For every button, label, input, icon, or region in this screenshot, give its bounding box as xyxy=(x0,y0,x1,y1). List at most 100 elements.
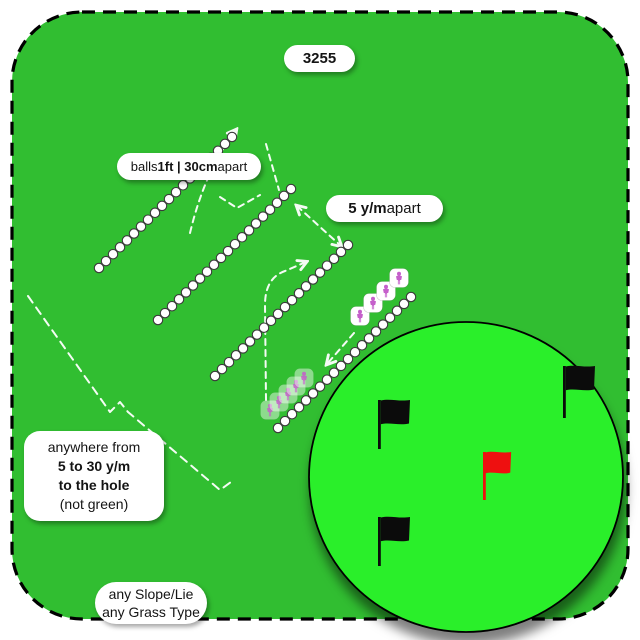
golf-ball xyxy=(405,291,417,303)
row-spacing-bold: 5 y/m xyxy=(348,200,387,217)
golf-ball xyxy=(223,356,235,368)
row-gap-arrow-dashed-line xyxy=(297,206,341,246)
ball-row-3 xyxy=(209,239,354,382)
golf-ball xyxy=(219,138,231,150)
golf-ball xyxy=(271,197,283,209)
note-line-2: 5 to 30 y/m xyxy=(57,458,131,474)
golf-ball xyxy=(173,294,185,305)
golf-ball xyxy=(293,402,305,413)
golf-ball xyxy=(257,211,269,222)
golf-ball xyxy=(321,260,333,271)
golf-ball xyxy=(177,180,189,191)
golf-ball xyxy=(398,298,410,310)
golf-ball xyxy=(307,274,319,285)
black-flag-icon xyxy=(378,516,410,566)
golf-ball xyxy=(391,305,403,317)
golfer-group-solid xyxy=(350,268,409,326)
golf-ball xyxy=(201,266,213,277)
golf-ball xyxy=(107,248,119,260)
golf-ball xyxy=(121,235,133,246)
note-line-4: (not green) xyxy=(59,496,129,512)
ball-row-4 xyxy=(272,291,417,434)
golf-ball xyxy=(342,239,354,251)
golf-ball xyxy=(149,207,161,219)
putting-green xyxy=(308,321,624,633)
ball-row-2 xyxy=(152,183,297,326)
golf-ball xyxy=(328,367,340,379)
top-bracket-a-dashed-line xyxy=(219,194,261,209)
golf-ball xyxy=(279,301,291,313)
golf-ball xyxy=(166,300,178,312)
golfer-icon xyxy=(286,376,306,396)
golf-ball xyxy=(156,200,168,212)
golfer-icon xyxy=(376,281,396,301)
golf-ball xyxy=(208,259,220,271)
golf-ball xyxy=(293,288,305,299)
golf-ball xyxy=(258,322,270,333)
ball-spacing-post: apart xyxy=(217,159,248,174)
golf-ball xyxy=(300,395,312,406)
golf-ball xyxy=(377,319,389,330)
golf-ball xyxy=(335,360,347,372)
ball-spacing-bold: 1ft | 30cm xyxy=(157,159,218,174)
golfer-icon xyxy=(278,384,298,404)
distance-note-box: anywhere from 5 to 30 y/m to the hole (n… xyxy=(24,431,164,521)
golfer-icon xyxy=(294,368,314,388)
golf-ball xyxy=(264,204,276,215)
red-flag-icon xyxy=(483,451,512,500)
golf-ball xyxy=(142,214,154,225)
golf-ball xyxy=(279,415,291,427)
golf-ball xyxy=(135,221,147,232)
note-line-3: to the hole xyxy=(58,477,130,493)
golf-ball xyxy=(229,238,241,250)
golf-ball xyxy=(342,353,354,365)
golf-ball xyxy=(236,232,248,243)
golf-ball xyxy=(328,253,340,265)
golf-ball xyxy=(265,315,277,327)
note-line-1: anywhere from xyxy=(47,439,141,455)
golf-ball xyxy=(244,336,256,347)
golf-ball xyxy=(251,329,263,340)
golf-ball xyxy=(300,281,312,292)
golf-ball xyxy=(230,350,242,361)
drill-number-badge: 3255 xyxy=(284,45,355,72)
golf-ball xyxy=(152,314,164,326)
black-flag-icon xyxy=(378,399,410,449)
golfer-icon xyxy=(260,400,280,420)
golf-ball xyxy=(286,294,298,306)
golf-ball xyxy=(272,308,284,320)
golf-ball xyxy=(159,307,171,319)
golf-ball xyxy=(180,287,192,298)
drill-number-text: 3255 xyxy=(302,50,337,67)
row-spacing-post: apart xyxy=(386,200,421,217)
hit-zone-boundary-dashed-line xyxy=(27,295,232,491)
conditions-line-1: any Slope/Lie xyxy=(108,586,194,602)
next-line-arrow-dashed-line xyxy=(264,262,306,401)
golf-ball xyxy=(222,245,234,257)
golfer-icon xyxy=(269,392,289,412)
golf-ball xyxy=(349,346,361,358)
golfer-icon xyxy=(389,268,409,288)
golf-ball xyxy=(278,190,290,202)
golf-ball xyxy=(356,340,368,351)
golf-ball xyxy=(363,333,375,344)
ball-spacing-label: balls 1ft | 30cm apart xyxy=(117,153,261,180)
black-flag-icon xyxy=(563,365,595,418)
golf-ball xyxy=(335,246,347,258)
golf-ball xyxy=(243,225,255,236)
golf-ball xyxy=(307,388,319,399)
golf-ball xyxy=(226,131,238,143)
golf-ball xyxy=(216,363,228,375)
hole-flags xyxy=(378,365,595,566)
row-spacing-label: 5 y/m apart xyxy=(326,195,443,222)
shift-down-arrow-dashed-line xyxy=(327,332,355,364)
golf-ball xyxy=(93,262,105,274)
conditions-line-2: any Grass Type xyxy=(102,604,200,620)
golf-ball xyxy=(272,422,284,434)
golfer-icon xyxy=(350,306,370,326)
ball-spacing-pre: balls xyxy=(130,159,158,174)
golf-ball xyxy=(209,370,221,382)
golf-ball xyxy=(170,186,182,198)
golf-ball xyxy=(194,273,206,284)
